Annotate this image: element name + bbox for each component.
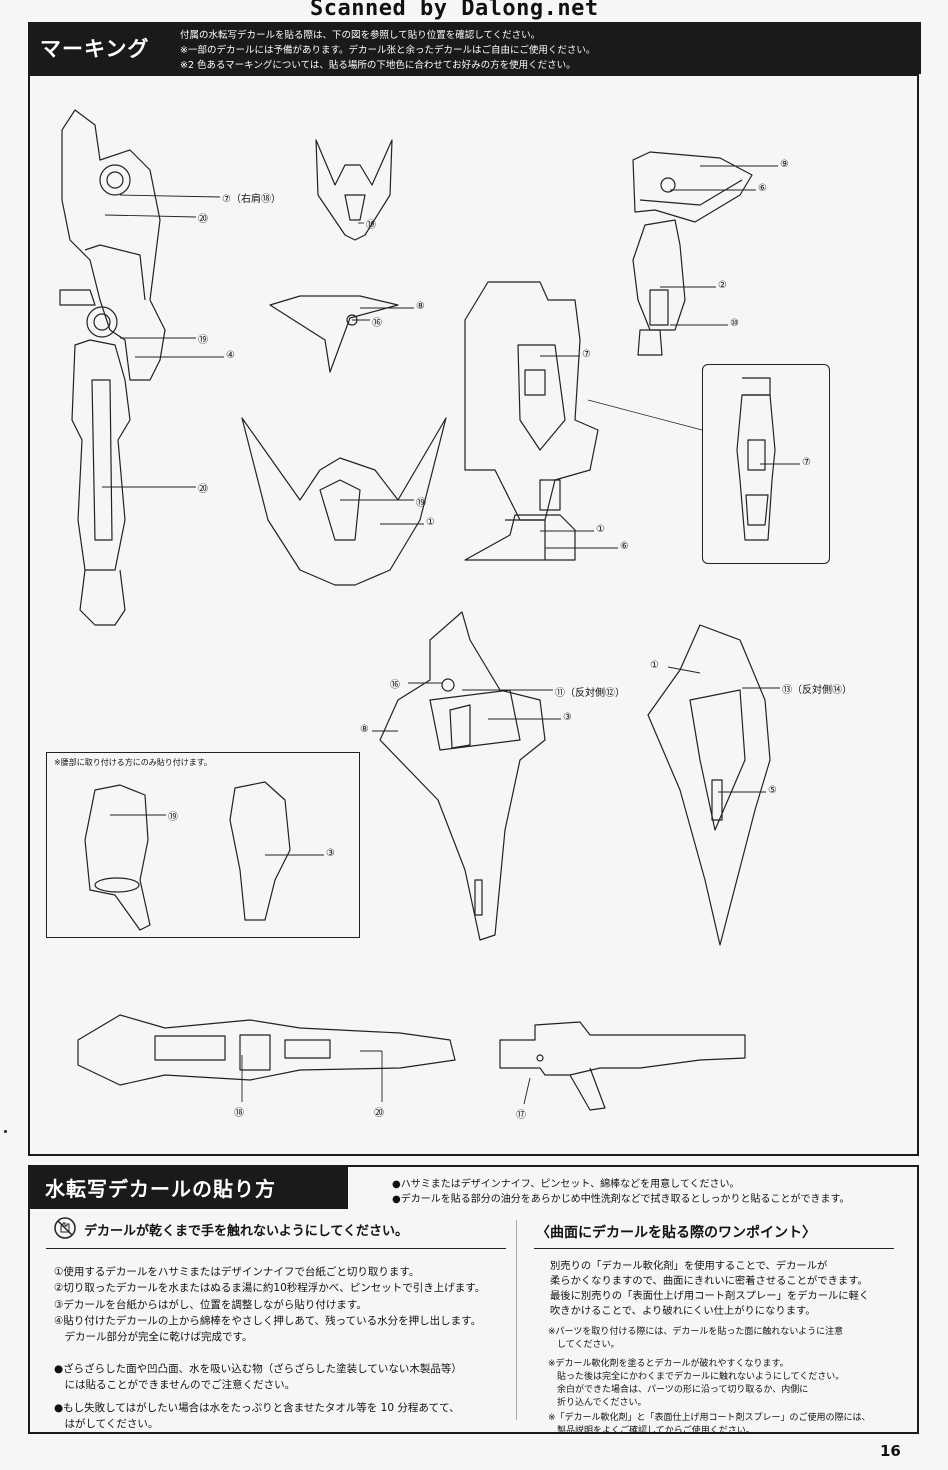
waist-inset-note: ※腰部に取り付ける方にのみ貼り付けます。 [54, 758, 212, 767]
tip-line-4: 吹きかけることで、より破れにくい仕上がりになります。 [550, 1305, 816, 1317]
callout-19: ⑲ [168, 812, 178, 823]
arm-lineart [59, 109, 166, 626]
callout-11-opposite-12: ⑪（反対側⑫） [555, 688, 625, 699]
callout-3: ③ [326, 848, 335, 859]
callout-3: ③ [563, 712, 572, 723]
tip-note-2-cont: 余白ができた場合は、パーツの形に沿って切り取るか、内側に [548, 1385, 809, 1395]
leg-lineart [464, 281, 599, 561]
tip-note-1-cont: してください。 [548, 1340, 620, 1350]
scan-speck [4, 1130, 7, 1133]
scan-watermark: Scanned by Dalong.net [310, 0, 599, 21]
callout-1: ① [596, 524, 605, 535]
callout-19: ⑲ [366, 220, 376, 231]
marking-note-3: ※2 色あるマーキングについては、貼る場所の下地色に合わせてお好みの方を使用くだ… [180, 60, 576, 71]
step-4: ④貼り付けたデカールの上から綿棒をやさしく押しあて、残っている水分を押し出します… [54, 1315, 482, 1327]
divider [46, 1248, 506, 1249]
shield-wing-lineart [379, 611, 546, 941]
callout-16: ⑯ [372, 318, 382, 329]
callout-19: ⑲ [416, 498, 426, 509]
tip-title: 〈曲面にデカールを貼る際のワンポイント〉 [536, 1225, 816, 1241]
callout-18: ⑱ [234, 1108, 244, 1119]
callout-6: ⑥ [758, 183, 767, 194]
tip-line-3: 最後に別売りの「表面仕上げ用コート剤スプレー」をデカールに軽く [550, 1290, 870, 1302]
howto-header [28, 1165, 348, 1209]
caution-2-cont: はがしてください。 [54, 1418, 159, 1430]
caution-1: ●ざらざらした面や凹凸面、水を吸い込む物（ざらざらした塗装していない木製品等） [54, 1363, 462, 1375]
head-fin-lineart [315, 139, 393, 241]
callout-1: ① [650, 660, 659, 671]
waist-part-lineart [84, 781, 291, 931]
howto-frame [28, 1165, 919, 1434]
marking-header [28, 22, 921, 74]
diagram-frame [28, 74, 919, 1156]
v-fin-lineart [241, 417, 447, 586]
step-3: ③デカールを台紙からはがし、位置を調整しながら貼り付けます。 [54, 1299, 367, 1311]
rifle-lineart [77, 1014, 456, 1086]
prep-note-1: ●ハサミまたはデザインナイフ、ピンセット、綿棒などを用意してください。 [392, 1179, 740, 1190]
tip-line-1: 別売りの「デカール軟化剤」を使用することで、デカールが [550, 1260, 828, 1272]
step-2: ②切り取ったデカールを水またはぬるま湯に約10秒程浮かべ、ピンセットで引き上げま… [54, 1282, 486, 1294]
blade-lineart [647, 624, 771, 946]
tip-note-2-cont: 貼った後は完全にかわくまでデカールに触れないようにしてください。 [548, 1372, 845, 1382]
callout-16: ⑯ [390, 680, 400, 691]
callout-9: ⑨ [780, 159, 789, 170]
callout-8: ⑧ [360, 724, 369, 735]
tip-note-3-cont: 製品説明をよくご確認してからご使用ください。 [548, 1426, 755, 1436]
caution-1-cont: には貼ることができませんのでご注意ください。 [54, 1379, 296, 1391]
callout-13-opposite-14: ⑬（反対側⑭） [782, 685, 852, 696]
no-touch-icon [54, 1217, 76, 1239]
callout-1: ① [426, 517, 435, 528]
shoulder-lineart [632, 151, 753, 356]
callout-20: ⑳ [198, 214, 208, 225]
tip-note-2: ※デカール軟化剤を塗るとデカールが破れやすくなります。 [548, 1359, 789, 1369]
divider [534, 1248, 894, 1249]
callout-10: ⑩ [730, 318, 739, 329]
prep-note-2: ●デカールを貼る部分の油分をあらかじめ中性洗剤などで拭き取るとしっかりと貼ること… [392, 1194, 850, 1205]
tip-note-1: ※パーツを取り付ける際には、デカールを貼った面に触れないように注意 [548, 1327, 844, 1337]
inset-part-lineart [736, 377, 776, 541]
callout-4: ④ [226, 350, 235, 361]
caution-2: ●もし失敗してはがしたい場合は水をたっぷりと含ませたタオル等を 10 分程あてて… [54, 1402, 460, 1414]
detail-inset-box [702, 364, 830, 564]
callout-7-right-shoulder: ⑦（右肩⑱） [222, 194, 281, 205]
callout-2: ② [718, 280, 727, 291]
callout-20: ⑳ [374, 1108, 384, 1119]
column-divider [516, 1220, 517, 1420]
howto-title: 水転写デカールの貼り方 [45, 1177, 276, 1201]
tip-note-3: ※「デカール軟化剤」と「表面仕上げ用コート剤スプレー」のご使用の際には、 [548, 1413, 871, 1423]
waist-inset-box [46, 752, 360, 938]
tip-line-2: 柔らかくなりますので、曲面にきれいに密着させることができます。 [550, 1275, 868, 1287]
callout-19: ⑲ [198, 335, 208, 346]
tip-note-2-cont: 折り込んでください。 [548, 1398, 647, 1408]
callout-8: ⑧ [416, 301, 425, 312]
warning-text: デカールが乾くまで手を触れないようにしてください。 [84, 1224, 408, 1239]
marking-title: マーキング [40, 37, 150, 61]
callout-17: ⑰ [516, 1110, 526, 1121]
callout-7: ⑦ [582, 349, 591, 360]
decal-placement-diagram [59, 109, 800, 1111]
step-1: ①使用するデカールをハサミまたはデザインナイフで台紙ごと切り取ります。 [54, 1266, 420, 1278]
callout-5: ⑤ [768, 785, 777, 796]
callout-7: ⑦ [802, 457, 811, 468]
marking-note-1: 付属の水転写デカールを貼る際は、下の図を参照して貼り位置を確認してください。 [180, 30, 541, 41]
page-number: 16 [880, 1442, 901, 1460]
step-4-cont: デカール部分が完全に乾けば完成です。 [54, 1331, 253, 1343]
gun-lineart [499, 1021, 746, 1111]
callout-6: ⑥ [620, 541, 629, 552]
marking-note-2: ※一部のデカールには予備があります。デカール张と余ったデカールはご自由にご使用く… [180, 45, 596, 56]
callout-20: ⑳ [198, 484, 208, 495]
small-wing-lineart [269, 295, 399, 373]
